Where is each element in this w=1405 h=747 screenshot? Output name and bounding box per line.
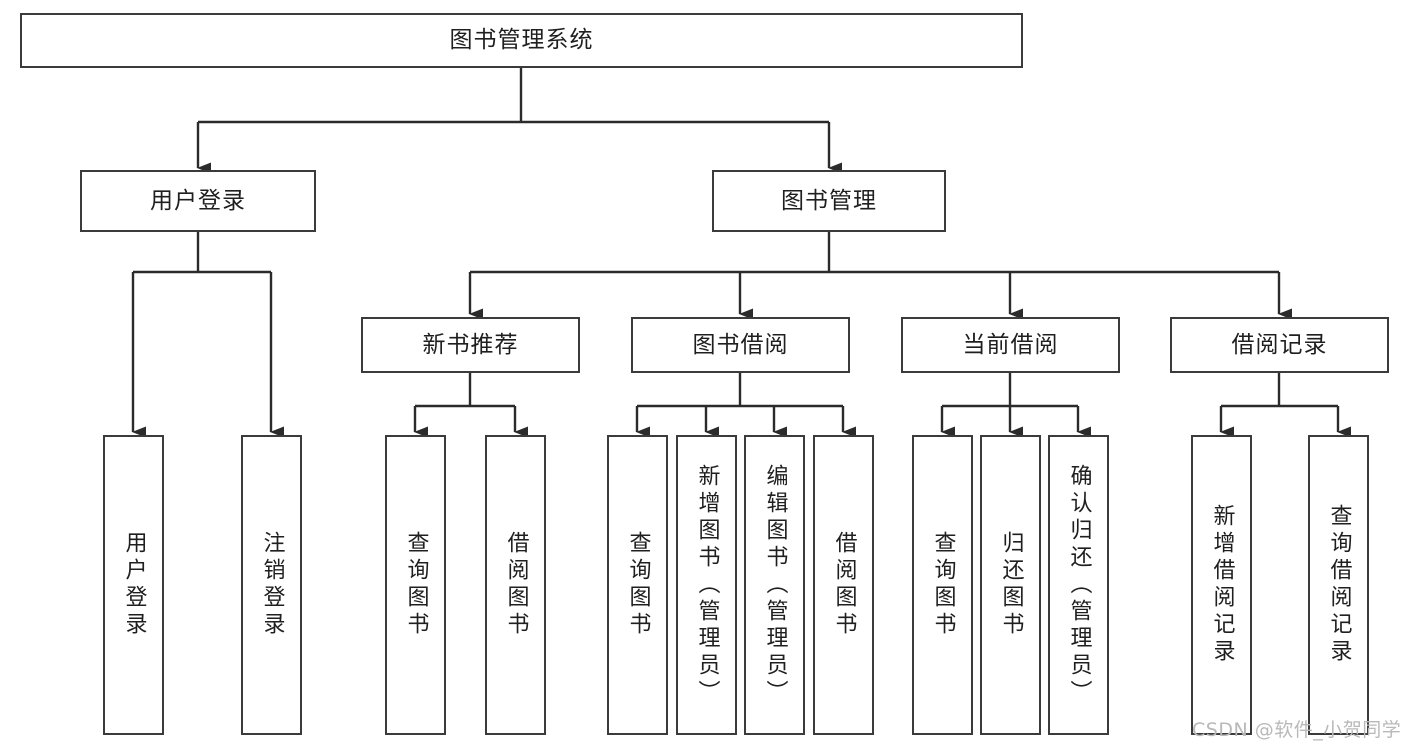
node-book-management[interactable]: 图书管理 (712, 170, 946, 232)
node-leaf-user-login-login[interactable]: 用户登录 (103, 435, 164, 735)
node-book-management-label: 图书管理 (781, 187, 877, 214)
node-leaf-label: 编辑图书（管理员） (762, 463, 788, 707)
node-book-borrow-label: 图书借阅 (692, 331, 789, 358)
node-root[interactable]: 图书管理系统 (20, 13, 1023, 68)
node-borrow-records[interactable]: 借阅记录 (1170, 317, 1389, 373)
node-user-login-label: 用户登录 (150, 187, 246, 214)
node-leaf-label: 查询借阅记录 (1326, 504, 1352, 666)
node-current-borrow-label: 当前借阅 (962, 331, 1059, 358)
node-leaf-borrow-edit-book[interactable]: 编辑图书（管理员） (744, 435, 805, 735)
node-leaf-label: 查询图书 (930, 531, 956, 639)
node-leaf-recommend-query-book[interactable]: 查询图书 (385, 435, 446, 735)
node-leaf-borrow-query-book[interactable]: 查询图书 (607, 435, 668, 735)
node-root-label: 图书管理系统 (449, 27, 594, 54)
node-leaf-label: 借阅图书 (831, 531, 857, 639)
node-borrow-records-label: 借阅记录 (1231, 331, 1328, 358)
node-user-login[interactable]: 用户登录 (80, 170, 316, 232)
node-leaf-label: 借阅图书 (503, 531, 529, 639)
node-new-book-recommend[interactable]: 新书推荐 (361, 317, 580, 373)
csdn-watermark: CSDN @软件_小贺同学 (1192, 719, 1402, 741)
node-leaf-records-query-record[interactable]: 查询借阅记录 (1308, 435, 1369, 735)
node-leaf-label: 用户登录 (121, 531, 147, 639)
node-leaf-label: 归还图书 (998, 531, 1024, 639)
node-leaf-records-add-record[interactable]: 新增借阅记录 (1191, 435, 1252, 735)
node-leaf-label: 查询图书 (403, 531, 429, 639)
node-new-book-recommend-label: 新书推荐 (422, 331, 519, 358)
node-leaf-recommend-borrow-book[interactable]: 借阅图书 (485, 435, 546, 735)
node-leaf-current-query-book[interactable]: 查询图书 (912, 435, 973, 735)
node-leaf-label: 新增图书（管理员） (694, 463, 720, 707)
node-leaf-label: 新增借阅记录 (1209, 504, 1235, 666)
node-book-borrow[interactable]: 图书借阅 (631, 317, 850, 373)
node-leaf-borrow-borrow-book[interactable]: 借阅图书 (813, 435, 874, 735)
node-leaf-label: 注销登录 (259, 531, 285, 639)
node-leaf-label: 确认归还（管理员） (1066, 463, 1092, 707)
node-leaf-current-return-book[interactable]: 归还图书 (980, 435, 1041, 735)
node-leaf-label: 查询图书 (625, 531, 651, 639)
node-current-borrow[interactable]: 当前借阅 (901, 317, 1120, 373)
node-leaf-borrow-add-book[interactable]: 新增图书（管理员） (676, 435, 737, 735)
node-leaf-current-confirm-return[interactable]: 确认归还（管理员） (1048, 435, 1109, 735)
node-leaf-user-login-logout[interactable]: 注销登录 (241, 435, 302, 735)
